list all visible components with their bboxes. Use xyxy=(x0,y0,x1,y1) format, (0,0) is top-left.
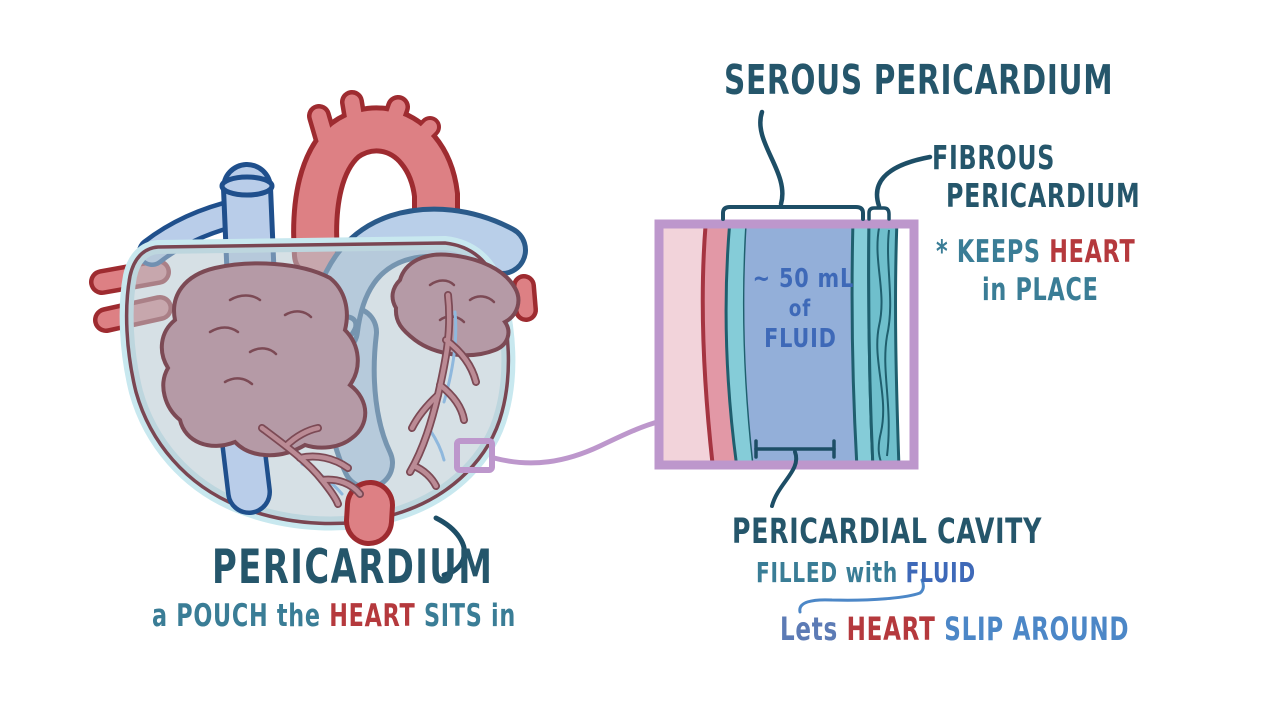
layer-epicardium-line xyxy=(700,225,715,464)
lets-text: Lets xyxy=(780,610,847,648)
aorta xyxy=(291,90,460,279)
fibrous-connector-curve xyxy=(874,154,933,209)
keeps-heart-note-line2: in PLACE xyxy=(982,272,1099,308)
filled-with-text: FILLED with xyxy=(756,556,906,589)
inset-layers xyxy=(660,225,901,464)
filled-with-fluid-label: FILLED with FLUID xyxy=(756,556,1061,589)
fluid-volume-line2: of xyxy=(788,296,812,322)
layer-fibrous-texture xyxy=(876,227,892,463)
heart-text-1: HEART xyxy=(1049,234,1136,270)
serous-bracket xyxy=(721,109,865,221)
fluid-measurement-bracket xyxy=(754,439,836,459)
serous-connector-curve xyxy=(758,109,785,207)
fluid-underline-brace xyxy=(798,578,925,614)
zoom-region-indicator xyxy=(454,438,495,473)
right-atrium-lobe xyxy=(390,252,521,358)
slip-around-note: Lets HEART SLIP AROUND xyxy=(780,610,1265,648)
fluid-text: FLUID xyxy=(905,556,976,589)
layer-cavity-fluid xyxy=(744,225,857,464)
zoom-connector-line xyxy=(491,418,664,466)
inset-diagram xyxy=(654,219,919,508)
cavity-pointer-curve xyxy=(770,450,799,508)
slip-around-text: SLIP AROUND xyxy=(935,610,1130,648)
fluid-volume-note: ~ 50 mL of FLUID xyxy=(740,264,860,354)
pouch-text-b: SITS in xyxy=(415,598,516,634)
fibrous-pericardium-label-line2: PERICARDIUM xyxy=(946,176,1141,215)
serous-pericardium-label: SEROUS PERICARDIUM xyxy=(724,56,1265,104)
keeps-heart-note-line1: * KEEPS HEART xyxy=(936,234,1213,270)
pouch-subtitle: a POUCH the HEART SITS in xyxy=(152,598,658,634)
coronary-vessels xyxy=(258,291,480,508)
heart-text-2: HEART xyxy=(846,610,936,648)
left-atrium-lobe xyxy=(159,261,368,458)
fluid-volume-line1: ~ 50 mL xyxy=(752,264,855,294)
fibrous-pericardium-label-line1: FIBROUS xyxy=(932,138,1056,177)
pouch-text-a: a POUCH the xyxy=(152,598,330,634)
serous-pericardium-text: SEROUS PERICARDIUM xyxy=(724,56,1114,104)
layer-fibrous xyxy=(867,225,901,464)
fluid-volume-line3: FLUID xyxy=(763,324,837,354)
descending-aorta-stub xyxy=(344,480,395,546)
heart-text-3: HEART xyxy=(329,598,416,634)
heart-illustration xyxy=(89,90,538,578)
pericardium-title: PERICARDIUM xyxy=(212,540,494,595)
keeps-text: * KEEPS xyxy=(936,234,1050,270)
fibrous-bracket xyxy=(867,154,933,221)
layer-epicardium xyxy=(702,225,737,464)
title-pointer-curve xyxy=(433,515,467,578)
inset-box-border xyxy=(654,219,919,470)
pericardial-cavity-label: PERICARDIAL CAVITY xyxy=(732,512,1043,552)
